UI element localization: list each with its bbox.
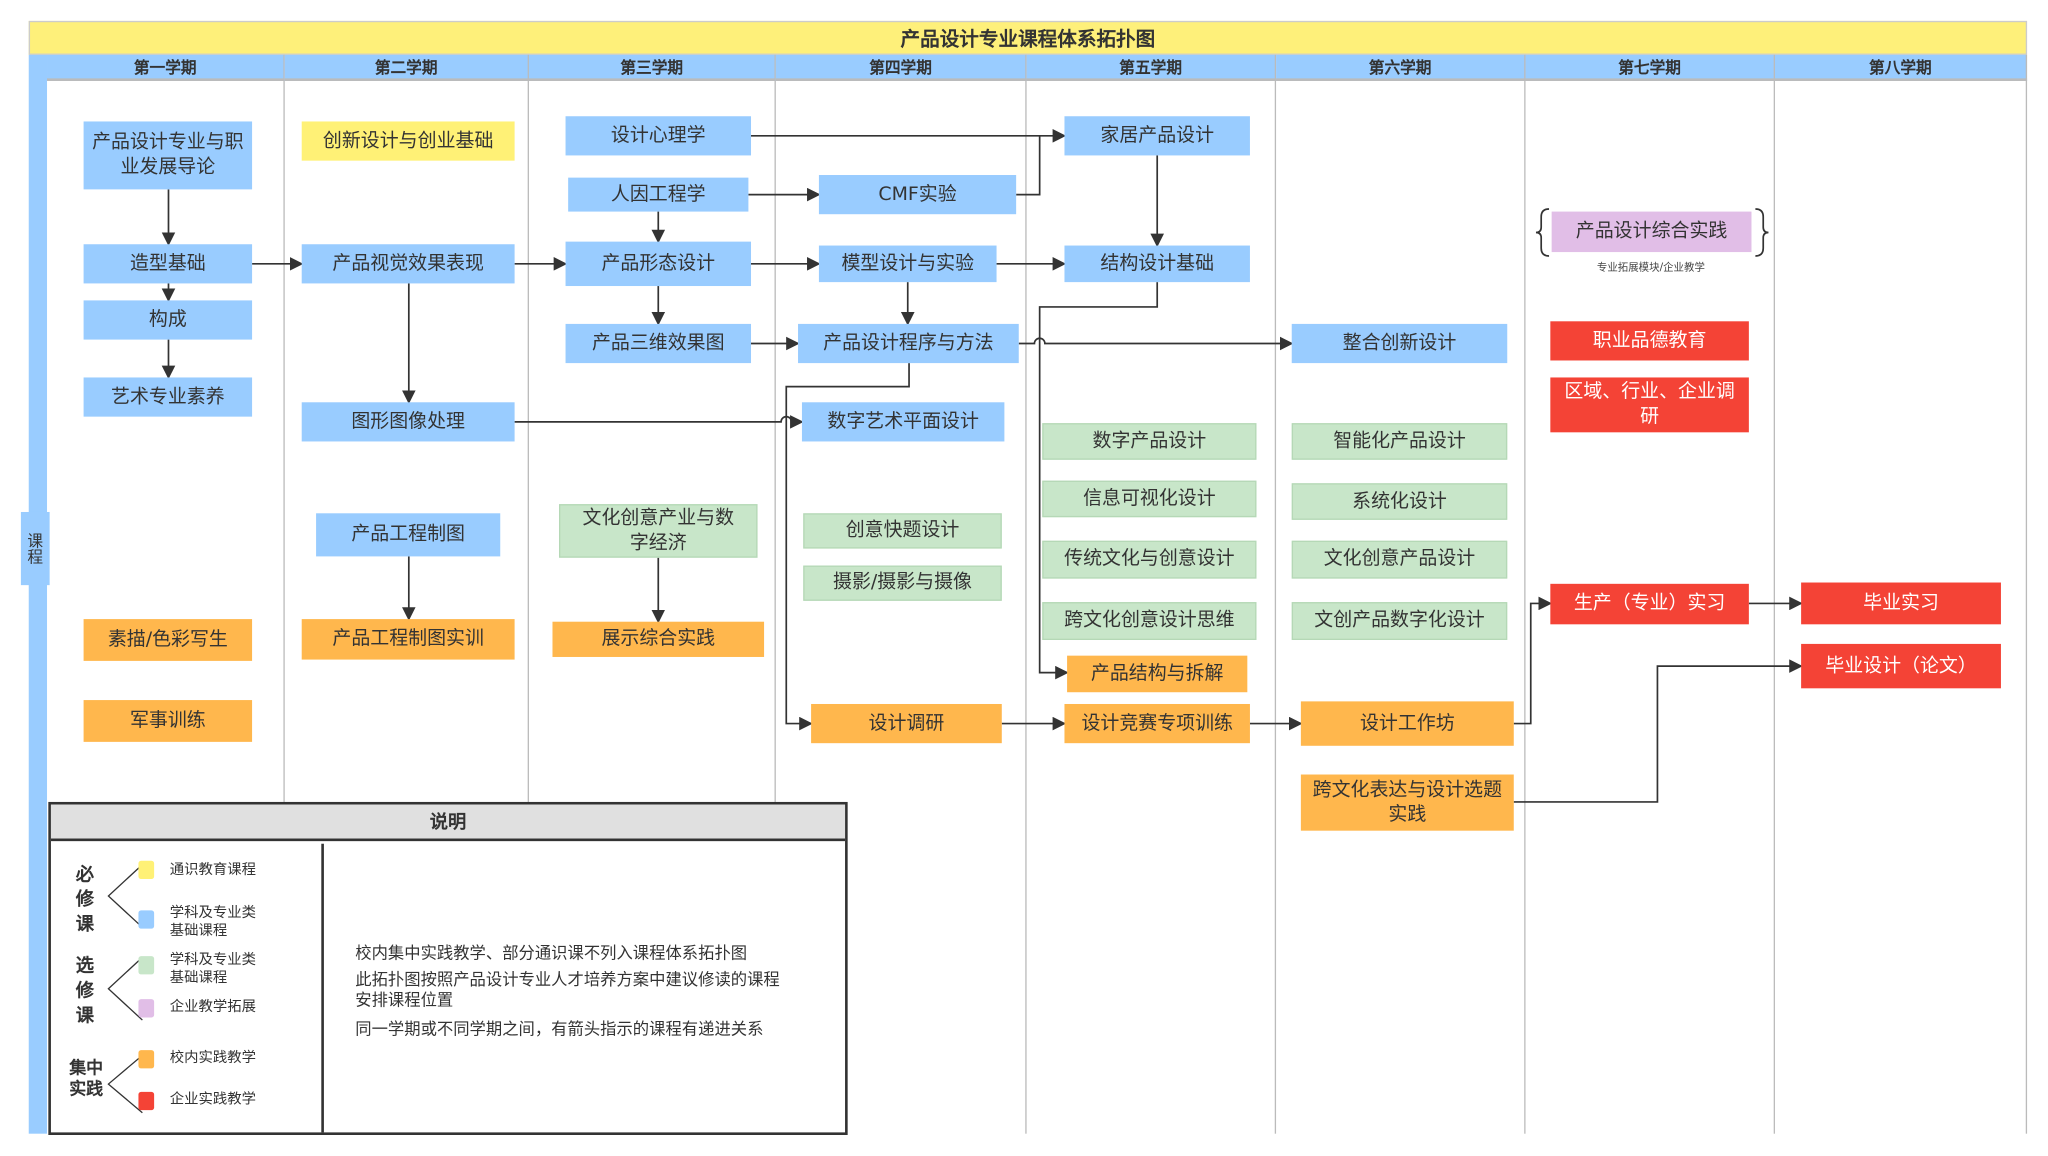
semester-header-6: 第六学期 <box>1276 54 1526 81</box>
course-box[interactable]: 毕业实习 <box>1801 582 2001 625</box>
course-box[interactable]: 设计竞赛专项训练 <box>1064 703 1250 744</box>
semester-header-1: 第一学期 <box>47 54 285 81</box>
semester-column <box>1775 80 2028 1134</box>
course-box[interactable]: 职业品德教育 <box>1550 321 1749 361</box>
semester-column <box>1526 80 1775 1134</box>
legend-swatch-purple <box>138 999 155 1018</box>
course-box[interactable]: 整合创新设计 <box>1291 323 1508 364</box>
course-box[interactable]: 跨文化表达与设计选题实践 <box>1300 774 1514 831</box>
semester-header-7: 第七学期 <box>1525 54 1775 81</box>
course-box[interactable]: 产品设计程序与方法 <box>798 323 1019 364</box>
course-box[interactable]: 产品工程制图实训 <box>301 619 515 660</box>
course-box[interactable]: 产品形态设计 <box>565 241 752 287</box>
course-box[interactable]: 军事训练 <box>83 700 253 742</box>
course-box[interactable]: 摄影/摄影与摄像 <box>803 565 1002 601</box>
semester-header-3: 第三学期 <box>528 54 776 81</box>
legend-divider <box>321 843 324 1133</box>
course-box[interactable]: 系统化设计 <box>1291 483 1508 520</box>
course-box[interactable]: 文化创意产品设计 <box>1291 540 1508 579</box>
course-box[interactable]: 家居产品设计 <box>1064 116 1250 156</box>
course-box[interactable]: 产品三维效果图 <box>565 323 752 364</box>
course-box[interactable]: 设计调研 <box>811 703 1002 744</box>
legend-item: 学科及专业类基础课程 <box>169 903 256 940</box>
legend-item: 校内实践教学 <box>169 1048 256 1066</box>
course-box[interactable]: 图形图像处理 <box>301 402 515 442</box>
semester-column <box>1027 80 1277 1134</box>
semester-header-5: 第五学期 <box>1026 54 1277 81</box>
legend-title: 说明 <box>50 804 846 842</box>
course-box[interactable]: 构成 <box>83 300 253 340</box>
course-box[interactable]: 创新设计与创业基础 <box>301 121 515 161</box>
legend-swatch-yellow <box>138 860 155 880</box>
legend-item: 通识教育课程 <box>169 860 256 878</box>
side-label: 课程 <box>20 511 50 586</box>
diagram-title: 产品设计专业课程体系拓扑图 <box>28 20 2028 55</box>
course-box[interactable]: 数字产品设计 <box>1042 423 1257 460</box>
course-box[interactable]: 模型设计与实验 <box>818 245 997 283</box>
course-box[interactable]: 文化创意产业与数字经济 <box>559 504 758 558</box>
semester-header-8: 第八学期 <box>1774 54 2028 81</box>
legend-item: 学科及专业类基础课程 <box>169 950 256 987</box>
semester-column <box>1276 80 1526 1134</box>
course-box[interactable]: 展示综合实践 <box>552 621 765 657</box>
course-box[interactable]: 生产（专业）实习 <box>1550 583 1749 625</box>
legend-item: 企业教学拓展 <box>169 997 256 1015</box>
course-box[interactable]: 产品设计综合实践 <box>1551 211 1752 253</box>
course-box[interactable]: 毕业设计（论文） <box>1801 643 2001 689</box>
semester-column <box>47 80 285 1134</box>
course-box[interactable]: 传统文化与创意设计 <box>1042 540 1257 579</box>
course-box[interactable]: 智能化产品设计 <box>1291 423 1508 460</box>
legend-swatch-orange <box>138 1050 155 1069</box>
legend-group-practice: 集中实践 <box>69 1059 104 1100</box>
legend-panel: 说明 必修课 选修课 集中实践 通识教育课程 学科及专业类基础课程 学科及专业类… <box>48 801 848 1136</box>
course-box[interactable]: 造型基础 <box>83 244 253 284</box>
course-box[interactable]: 区域、行业、企业调研 <box>1550 377 1749 433</box>
course-box[interactable]: 设计工作坊 <box>1300 701 1514 746</box>
course-box[interactable]: 信息可视化设计 <box>1042 480 1257 518</box>
course-box[interactable]: 素描/色彩写生 <box>83 619 253 661</box>
course-box[interactable]: 数字艺术平面设计 <box>801 402 1005 442</box>
course-box[interactable]: 产品设计专业与职业发展导论 <box>83 121 253 190</box>
course-box[interactable]: 设计心理学 <box>565 116 752 156</box>
course-box[interactable]: 创意快题设计 <box>803 513 1002 549</box>
legend-group-required: 必修课 <box>75 864 95 936</box>
course-box[interactable]: 结构设计基础 <box>1064 245 1250 283</box>
legend-swatch-red <box>138 1091 155 1111</box>
legend-note: 校内集中实践教学、部分通识课不列入课程体系拓扑图 <box>355 943 748 963</box>
course-box[interactable]: 艺术专业素养 <box>83 377 253 417</box>
semester-column <box>285 80 529 1134</box>
course-box[interactable]: 产品工程制图 <box>316 513 501 557</box>
legend-swatch-blue <box>138 910 155 929</box>
legend-item: 企业实践教学 <box>169 1090 256 1108</box>
course-box[interactable]: 跨文化创意设计思维 <box>1042 602 1257 640</box>
semester-header-4: 第四学期 <box>775 54 1027 81</box>
module-caption: 专业拓展模块/企业教学 <box>1596 261 1705 273</box>
course-box[interactable]: CMF实验 <box>818 175 1017 215</box>
legend-swatch-green <box>138 956 155 975</box>
course-box[interactable]: 产品视觉效果表现 <box>301 244 515 284</box>
semester-column <box>776 80 1027 1134</box>
course-box[interactable]: 产品结构与拆解 <box>1067 655 1248 693</box>
legend-note: 同一学期或不同学期之间，有箭头指示的课程有递进关系 <box>355 1018 764 1039</box>
legend-note: 此拓扑图按照产品设计专业人才培养方案中建议修读的课程安排课程位置 <box>355 969 780 1010</box>
legend-group-elective: 选修课 <box>75 956 95 1027</box>
side-strip <box>28 54 48 1134</box>
legend-brackets <box>107 864 143 1114</box>
semester-column <box>529 80 776 1134</box>
semester-header-2: 第二学期 <box>284 54 529 81</box>
course-box[interactable]: 文创产品数字化设计 <box>1291 602 1508 640</box>
course-box[interactable]: 人因工程学 <box>568 177 749 212</box>
